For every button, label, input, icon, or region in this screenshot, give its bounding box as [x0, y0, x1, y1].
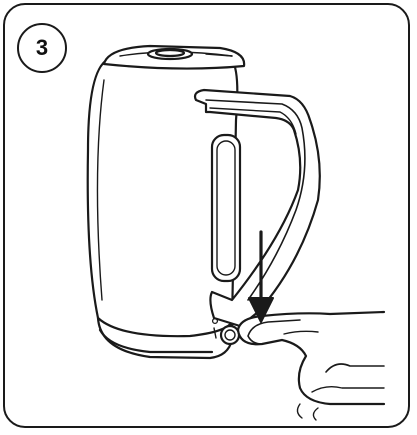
- hand: [238, 312, 384, 404]
